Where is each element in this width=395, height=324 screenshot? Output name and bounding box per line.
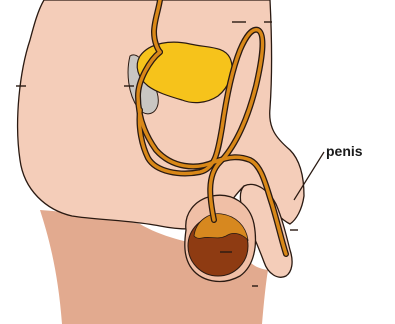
penis-label: penis: [326, 143, 363, 159]
